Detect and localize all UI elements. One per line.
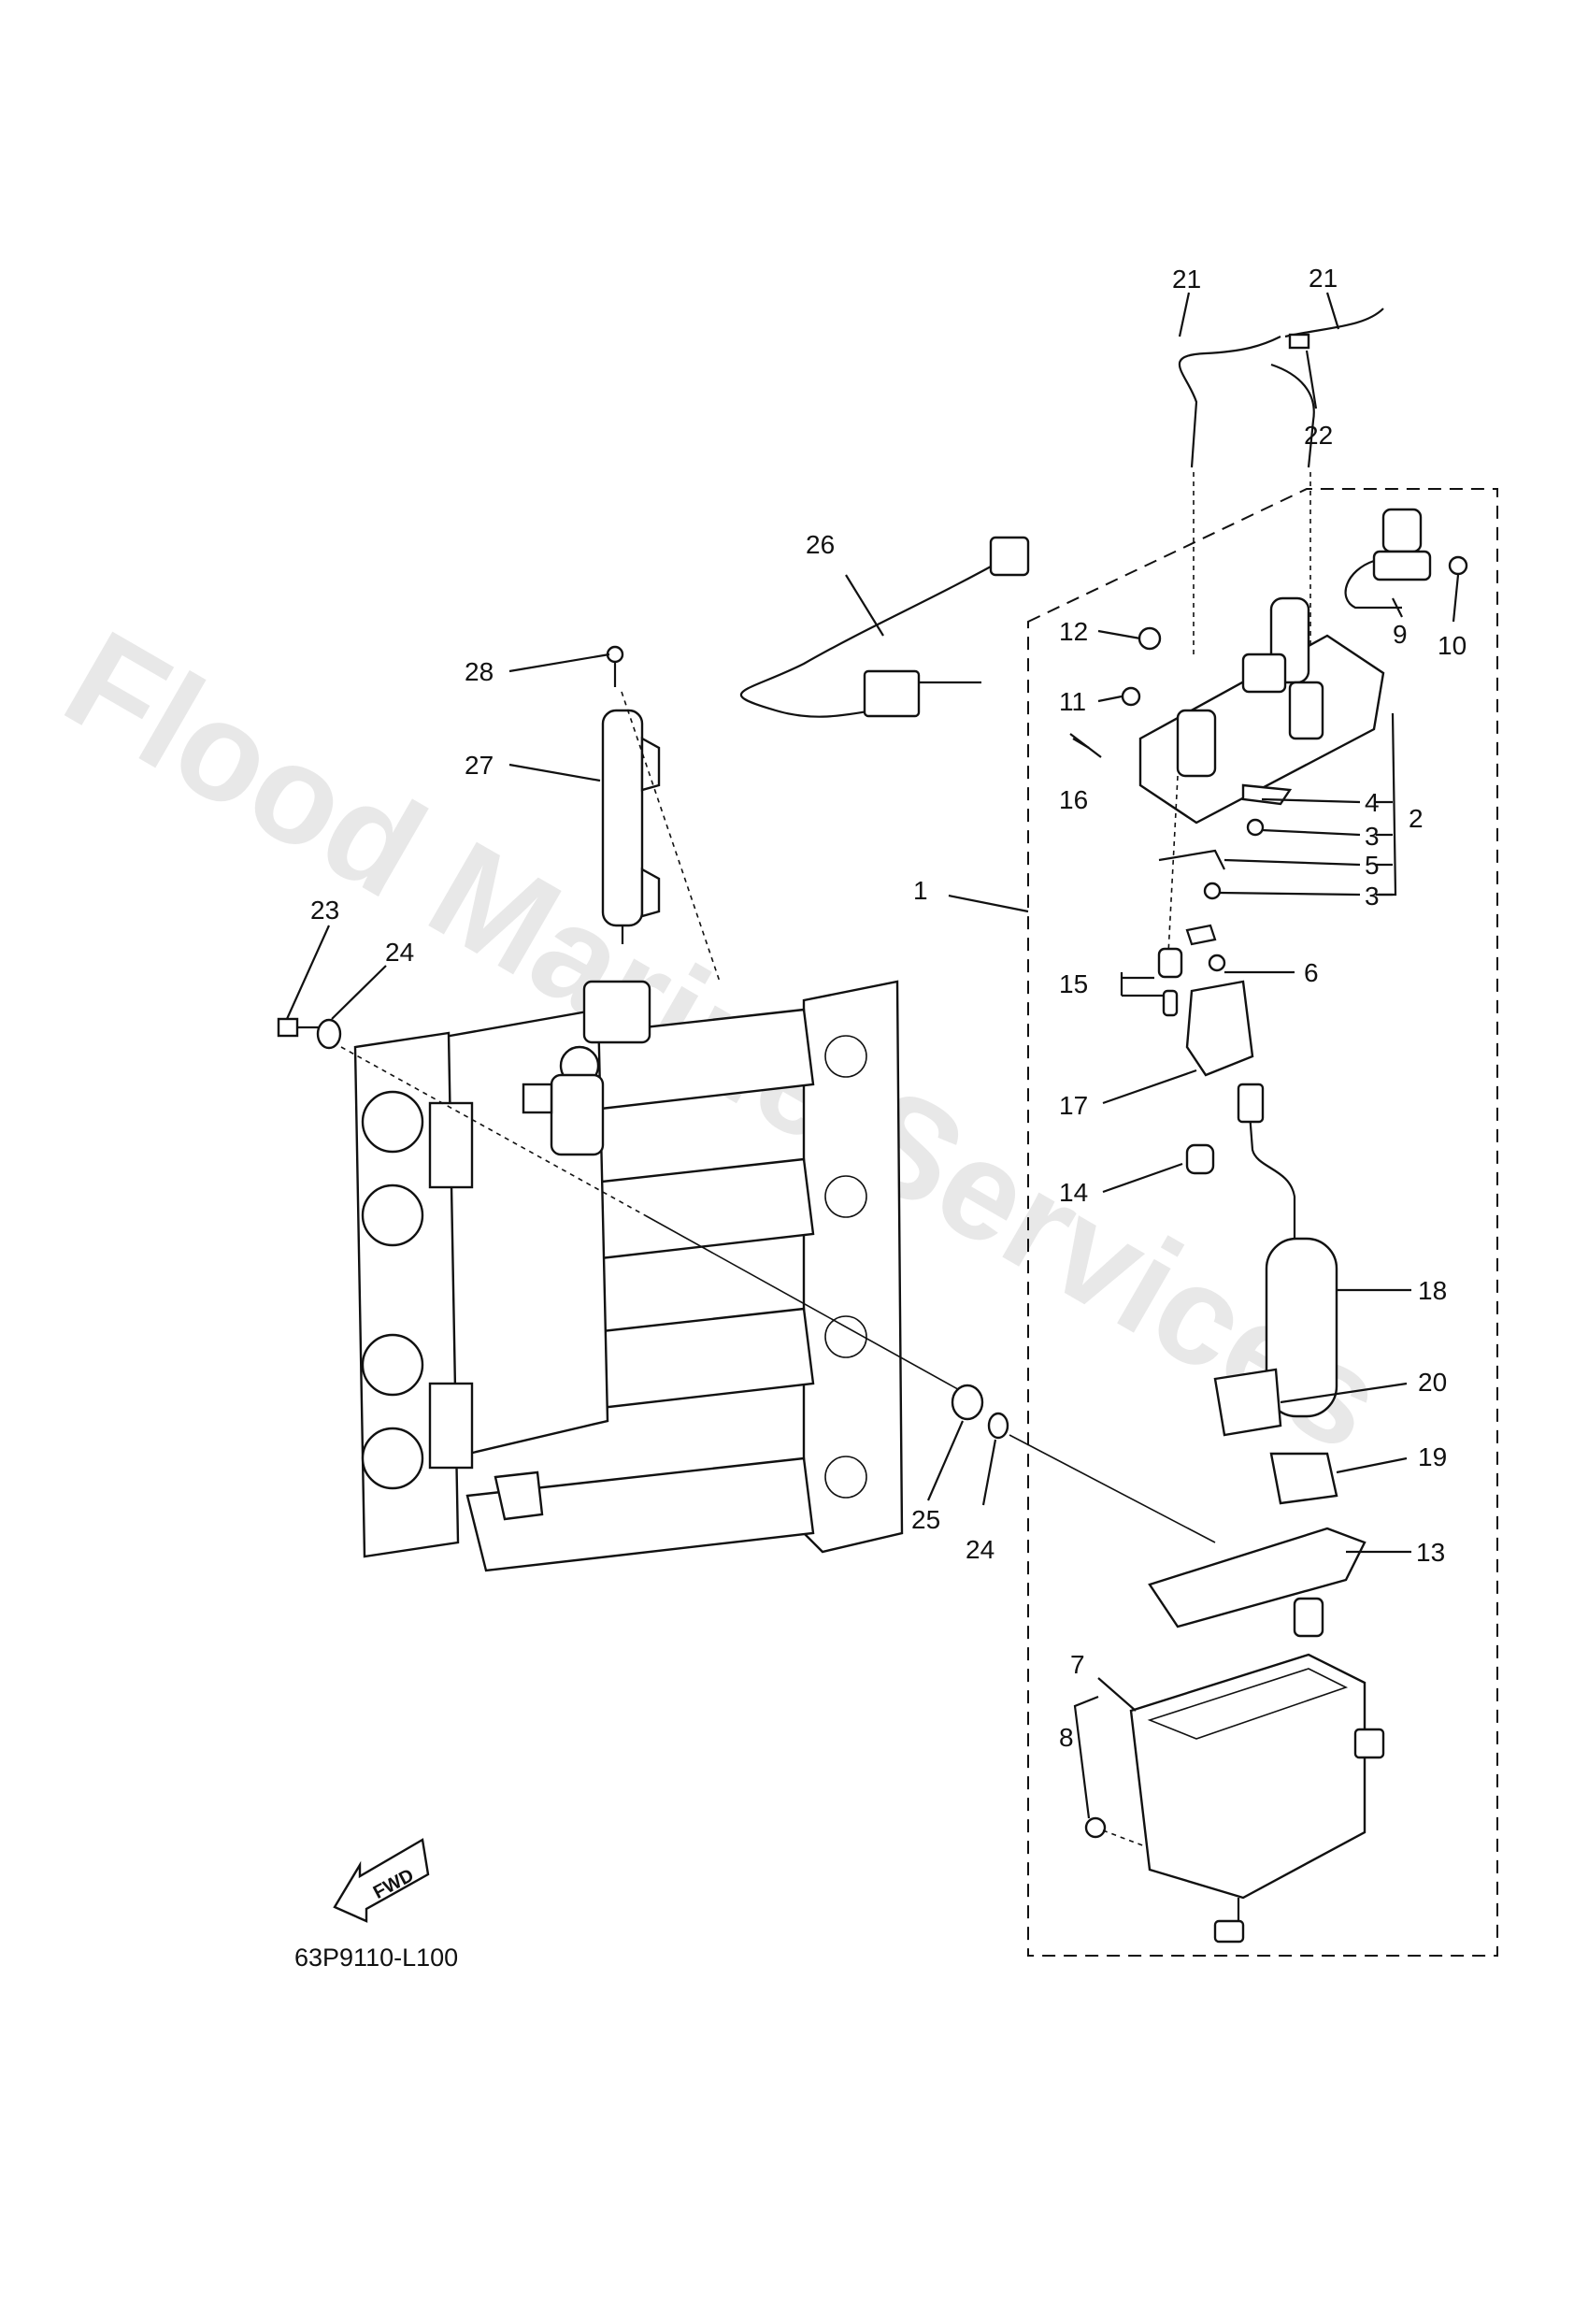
fitting-part-15 xyxy=(1157,947,1183,1017)
washer-part-24-upper xyxy=(316,1018,342,1050)
callout-7: 7 xyxy=(1070,1650,1085,1679)
screw-part-6 xyxy=(1208,954,1226,972)
callout-12: 12 xyxy=(1059,617,1088,646)
callout-5: 5 xyxy=(1365,851,1380,880)
callout-3a: 3 xyxy=(1365,822,1380,851)
callout-10: 10 xyxy=(1438,631,1467,660)
callout-24-upper: 24 xyxy=(385,938,414,967)
pressure-regulator-part-9 xyxy=(1344,508,1432,610)
fwd-arrow-icon: FWD xyxy=(333,1838,430,1923)
pump-mount-part-20 xyxy=(1213,1368,1282,1437)
callout-22: 22 xyxy=(1304,421,1333,450)
callout-2: 2 xyxy=(1409,804,1424,833)
callout-14: 14 xyxy=(1059,1178,1088,1207)
wire-harness-part-26 xyxy=(739,536,1030,718)
callout-20: 20 xyxy=(1418,1368,1447,1397)
gasket-part-13 xyxy=(1148,1527,1367,1628)
clip-part-5 xyxy=(1158,849,1225,870)
callout-13: 13 xyxy=(1416,1538,1445,1567)
callout-18: 18 xyxy=(1418,1276,1447,1305)
callout-24-lower: 24 xyxy=(966,1535,994,1564)
callout-19: 19 xyxy=(1418,1442,1447,1471)
screw-part-8 xyxy=(1084,1816,1107,1839)
callout-16: 16 xyxy=(1059,785,1088,814)
callout-8: 8 xyxy=(1059,1723,1074,1752)
callout-21a: 21 xyxy=(1172,265,1201,294)
filter-part-17 xyxy=(1185,980,1254,1077)
sensor-part-12 xyxy=(1138,626,1162,651)
bolt-part-28 xyxy=(606,645,624,687)
screw-part-11 xyxy=(1121,686,1141,707)
callout-3b: 3 xyxy=(1365,882,1380,911)
fuel-rail-part-27 xyxy=(601,709,661,944)
joint-part-22 xyxy=(1288,333,1310,350)
callout-9: 9 xyxy=(1393,620,1408,649)
bracket-part-2 xyxy=(1138,596,1385,825)
bolt-part-10 xyxy=(1448,555,1468,576)
hose-part-21 xyxy=(1178,308,1384,468)
callout-25: 25 xyxy=(911,1505,940,1534)
intake-manifold xyxy=(353,980,904,1572)
damper-part-14 xyxy=(1185,1143,1215,1175)
callout-1: 1 xyxy=(913,876,928,905)
callout-11: 11 xyxy=(1059,687,1086,716)
washer-part-24-lower xyxy=(987,1412,1009,1440)
vapor-separator-part-7 xyxy=(1129,1597,1385,1944)
callout-6: 6 xyxy=(1304,958,1319,987)
bolt-part-23 xyxy=(277,1017,322,1038)
callout-26: 26 xyxy=(806,530,835,559)
callout-28: 28 xyxy=(465,657,494,686)
grommet-part-25 xyxy=(951,1384,984,1421)
callout-21b: 21 xyxy=(1309,264,1338,293)
screw-part-3 xyxy=(1203,818,1265,900)
assembly-boundary xyxy=(1027,488,1498,1957)
callout-15: 15 xyxy=(1059,969,1088,998)
leader-lines xyxy=(285,292,1460,1819)
diagram-code: 63P9110-L100 xyxy=(294,1944,458,1972)
callout-27: 27 xyxy=(465,751,494,780)
fuel-pump-part-18 xyxy=(1237,1083,1338,1418)
callout-4: 4 xyxy=(1365,788,1380,817)
callout-23: 23 xyxy=(310,896,339,925)
callout-17: 17 xyxy=(1059,1091,1088,1120)
holder-part-19 xyxy=(1269,1452,1338,1505)
